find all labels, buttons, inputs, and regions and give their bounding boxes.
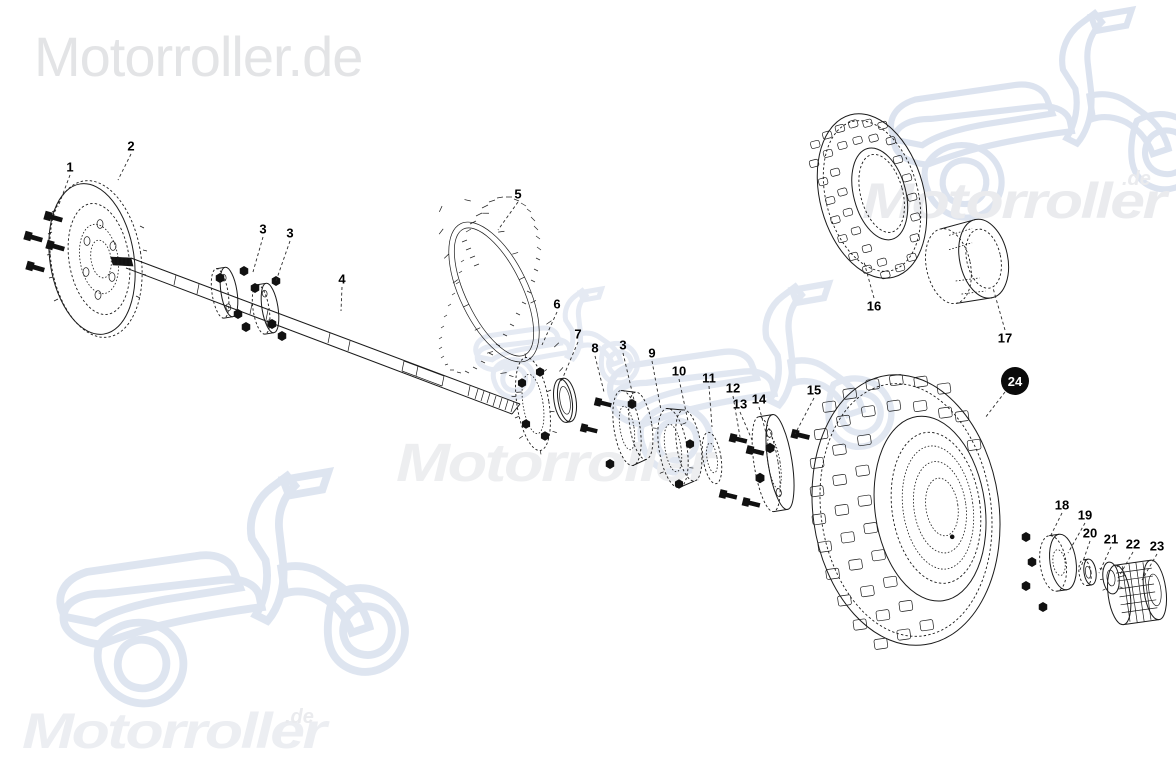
callout-number-3: 3 xyxy=(259,221,267,237)
watermark-right-suffix: .de xyxy=(1122,168,1151,190)
part-front-tyre xyxy=(808,113,928,280)
watermark-right: Motorroller xyxy=(862,173,1167,229)
part-drive-chain xyxy=(438,196,564,393)
part-bearing-carrier xyxy=(612,389,654,467)
callout-number-19: 19 xyxy=(1077,507,1093,523)
callout-number-21: 21 xyxy=(1103,531,1119,547)
callout-number-12: 12 xyxy=(725,380,741,396)
part-small-right-cluster xyxy=(1021,532,1168,626)
part-axle-shaft xyxy=(110,256,521,415)
callout-number-11: 11 xyxy=(702,370,716,386)
part-brake-disc xyxy=(46,180,148,338)
callout-number-9: 9 xyxy=(648,345,656,361)
part-front-rim xyxy=(925,218,1010,305)
part-hub xyxy=(652,407,703,489)
callout-number-6: 6 xyxy=(553,296,561,312)
callout-number-22: 22 xyxy=(1125,536,1141,552)
callout-number-13: 13 xyxy=(732,396,748,412)
callout-number-15: 15 xyxy=(806,382,822,398)
callout-number-18: 18 xyxy=(1054,497,1070,513)
watermark-bottom-left-suffix: .de xyxy=(285,706,314,728)
callout-number-10: 10 xyxy=(671,363,687,379)
callout-badge-24: 24 xyxy=(1001,367,1029,395)
callout-number-7: 7 xyxy=(574,326,582,342)
watermark-middle: Motorroller xyxy=(396,433,714,493)
callout-number-1: 1 xyxy=(66,159,74,175)
callout-number-3: 3 xyxy=(619,337,627,353)
part-spacer-ring xyxy=(553,377,578,423)
callout-number-4: 4 xyxy=(338,271,346,287)
callout-number-2: 2 xyxy=(127,138,135,154)
callout-number-3: 3 xyxy=(286,225,294,241)
callout-number-16: 16 xyxy=(866,298,882,314)
part-rear-tyre xyxy=(809,374,1001,650)
callout-number-8: 8 xyxy=(591,340,599,356)
watermark-bottom-left: Motorroller xyxy=(22,703,327,759)
callout-number-20: 20 xyxy=(1082,525,1098,541)
leader-lines xyxy=(57,153,1158,581)
part-wheel-hub-flange xyxy=(751,414,811,513)
watermark-title: Motorroller.de xyxy=(34,25,363,88)
callout-number-14: 14 xyxy=(751,391,767,407)
callout-number-5: 5 xyxy=(514,186,522,202)
part-washer-and-studs xyxy=(701,431,761,510)
callout-number-17: 17 xyxy=(997,330,1013,346)
callout-number-23: 23 xyxy=(1149,538,1165,554)
